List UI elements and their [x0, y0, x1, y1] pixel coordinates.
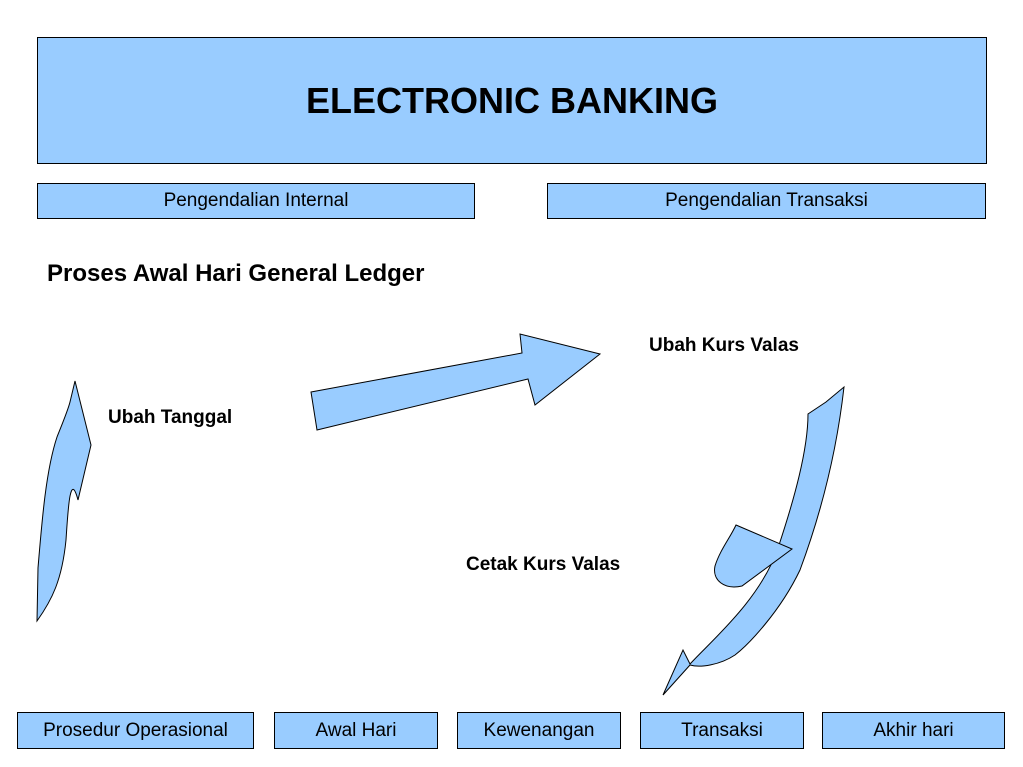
step-ubah-tanggal: Ubah Tanggal: [108, 407, 233, 428]
right-arrow-icon: [310, 333, 602, 431]
tab-kewenangan[interactable]: Kewenangan: [457, 712, 621, 749]
step-cetak-kurs-valas: Cetak Kurs Valas: [466, 554, 621, 575]
arrow-fold-icon: [714, 524, 793, 588]
tab-awal-hari[interactable]: Awal Hari: [274, 712, 438, 749]
section-heading: Proses Awal Hari General Ledger: [47, 260, 425, 287]
tab-transaksi[interactable]: Transaksi: [640, 712, 804, 749]
title-banner: ELECTRONIC BANKING: [37, 37, 987, 164]
curved-up-arrow-icon: [36, 380, 92, 623]
page-title: ELECTRONIC BANKING: [306, 79, 718, 121]
tab-pengendalian-transaksi[interactable]: Pengendalian Transaksi: [547, 183, 986, 219]
tab-pengendalian-internal[interactable]: Pengendalian Internal: [37, 183, 475, 219]
tab-prosedur-operasional[interactable]: Prosedur Operasional: [17, 712, 254, 749]
tab-akhir-hari[interactable]: Akhir hari: [822, 712, 1005, 749]
curved-down-arrow-icon: [662, 385, 845, 696]
step-ubah-kurs-valas: Ubah Kurs Valas: [649, 335, 799, 356]
